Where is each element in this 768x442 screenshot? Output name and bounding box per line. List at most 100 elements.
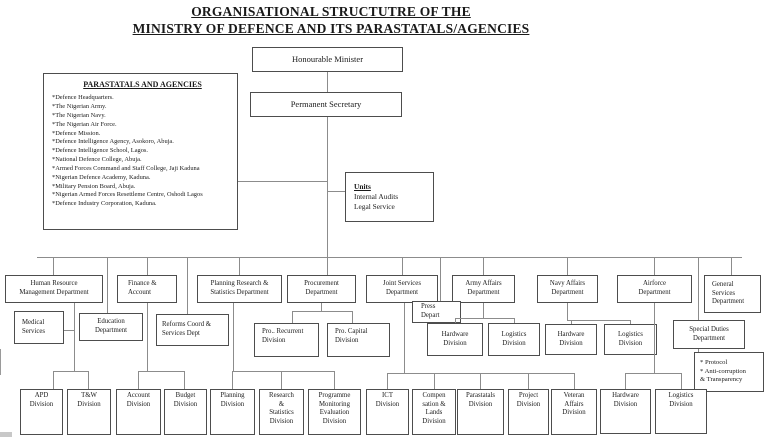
dept-general-services: General Services Department bbox=[704, 275, 761, 313]
dept-airforce: Airforce Department bbox=[617, 275, 692, 303]
connector-parastatals-link bbox=[238, 181, 327, 182]
connector-finance-stem bbox=[147, 303, 148, 371]
division-programme-monitoring: Programme Monitoring Evaluation Division bbox=[308, 389, 361, 435]
connector-drop-account bbox=[138, 371, 139, 389]
connector-special-note bbox=[698, 349, 699, 352]
parastatals-item: *The Nigerian Navy. bbox=[52, 111, 106, 119]
army-logistics-division-box: Logistics Division bbox=[488, 323, 540, 356]
connector-drop-hr bbox=[53, 257, 54, 275]
connector-drop-research-div bbox=[281, 371, 282, 389]
connector-drop-army-hardware bbox=[455, 318, 456, 323]
connector-drop-parastatals-div bbox=[480, 373, 481, 389]
pro-recurrent-division-box: Pro.. Recurrent Division bbox=[254, 323, 319, 357]
parastatals-item: *Military Pension Board, Abuja. bbox=[52, 182, 136, 190]
connector-drop-recurrent bbox=[292, 311, 293, 323]
division-tw: T&W Division bbox=[67, 389, 111, 435]
connector-drop-finance bbox=[147, 257, 148, 275]
connector-drop-veteran bbox=[574, 373, 575, 389]
connector-drop-project bbox=[528, 373, 529, 389]
press-depart-box: Press Depart bbox=[412, 301, 461, 323]
parastatals-item: *Defence Intelligence Agency, Asokoro, A… bbox=[52, 138, 174, 146]
connector-drop-navy bbox=[567, 257, 568, 275]
connector-drop-compensation bbox=[434, 373, 435, 389]
connector-drop-navy-hardware bbox=[571, 320, 572, 324]
connector-drop-planning-div bbox=[232, 371, 233, 389]
parastatals-item: *Defence Intelligence School, Lagos. bbox=[52, 147, 148, 155]
dept-finance-account: Finance & Account bbox=[117, 275, 177, 303]
division-airforce-hardware: Hardware Division bbox=[600, 389, 651, 434]
parastatals-item: *Nigerian Defence Academy, Kaduna. bbox=[52, 173, 151, 181]
division-apd: APD Division bbox=[20, 389, 63, 435]
division-project: Project Division bbox=[508, 389, 549, 435]
connector-procurement-stem bbox=[321, 303, 322, 311]
army-hardware-division-box: Hardware Division bbox=[427, 323, 483, 356]
connector-hr-tee bbox=[53, 371, 89, 372]
connector-drop-af-logistics bbox=[681, 373, 682, 389]
page-title-line1: ORGANISATIONAL STRUCTUTRE OF THE bbox=[191, 4, 471, 19]
education-department-box: Education Department bbox=[79, 313, 143, 341]
parastatals-item: *Nigerian Armed Forces Resettleme Centre… bbox=[52, 191, 203, 199]
division-budget: Budget Division bbox=[164, 389, 207, 435]
connector-airforce-stem bbox=[654, 303, 655, 373]
permanent-secretary-box: Permanent Secretary bbox=[250, 92, 402, 117]
connector-drop-general-services bbox=[731, 257, 732, 275]
connector-finance-tee bbox=[138, 371, 185, 372]
reforms-coord-services-box: Reforms Coord & Services Dept bbox=[156, 314, 229, 346]
page-title-line2: MINISTRY OF DEFENCE AND ITS PARASTATALS/… bbox=[132, 20, 530, 36]
connector-joint-stem bbox=[404, 303, 405, 373]
connector-drop-budget bbox=[184, 371, 185, 389]
connector-army-stem bbox=[483, 303, 484, 318]
connector-drop-special-duties bbox=[698, 257, 699, 320]
division-planning: Planning Division bbox=[210, 389, 255, 435]
connector-drop-airforce bbox=[654, 257, 655, 275]
navy-hardware-division-box: Hardware Division bbox=[545, 324, 597, 355]
units-body: Internal Audits Legal Service bbox=[354, 192, 399, 211]
connector-drop-planning-research bbox=[239, 257, 240, 275]
connector-prs-stem bbox=[233, 303, 234, 371]
connector-drop-af-hardware bbox=[625, 373, 626, 389]
medical-services-box: Medical Services bbox=[14, 311, 64, 344]
scan-artifact bbox=[0, 349, 1, 375]
dept-navy-affairs: Navy Affairs Department bbox=[537, 275, 598, 303]
division-ict: ICT Division bbox=[366, 389, 409, 435]
pro-capital-division-box: Pro. Capital Division bbox=[327, 323, 390, 357]
connector-minister-permsec bbox=[327, 72, 328, 92]
connector-navy-stem bbox=[567, 303, 568, 320]
connector-drop-capital bbox=[352, 311, 353, 323]
division-veteran-affairs: Veteran Affairs Division bbox=[551, 389, 597, 435]
connector-drop-army-logistics bbox=[514, 318, 515, 323]
connector-hr-stem bbox=[74, 303, 75, 371]
parastatals-item: *National Defence College, Abuja. bbox=[52, 156, 142, 164]
connector-drop-education bbox=[107, 257, 108, 313]
connector-drop-press bbox=[440, 257, 441, 301]
division-compensation-lands: Compen sation & Lands Division bbox=[412, 389, 456, 435]
parastatals-heading: PARASTATALS AND AGENCIES bbox=[83, 80, 202, 89]
page-title: ORGANISATIONAL STRUCTUTRE OF THE MINISTR… bbox=[0, 4, 662, 38]
honourable-minister-box: Honourable Minister bbox=[252, 47, 403, 72]
parastatals-item: *The Nigerian Air Force. bbox=[52, 120, 117, 128]
dept-human-resource-management: Human Resource Management Department bbox=[5, 275, 103, 303]
connector-drop-apd bbox=[53, 371, 54, 389]
division-airforce-logistics: Logistics Division bbox=[655, 389, 707, 434]
connector-central-spine bbox=[327, 117, 328, 275]
parastatals-item: *Defence Mission. bbox=[52, 129, 101, 137]
parastatals-item: *Armed Forces Command and Staff College,… bbox=[52, 164, 200, 172]
navy-logistics-division-box: Logistics Division bbox=[604, 324, 657, 355]
connector-units-link bbox=[327, 191, 345, 192]
protocol-note-box: * Protocol * Anti-corruption & Transpare… bbox=[694, 352, 764, 392]
units-box: Units Internal Audits Legal Service bbox=[345, 172, 434, 222]
dept-planning-research-statistics: Planning Research & Statistics Departmen… bbox=[197, 275, 282, 303]
division-parastatals: Parastatals Division bbox=[457, 389, 504, 435]
parastatals-item: *Defence Headquarters. bbox=[52, 94, 114, 102]
dept-procurement: Procurement Department bbox=[287, 275, 356, 303]
units-heading: Units bbox=[354, 182, 371, 192]
dept-joint-services: Joint Services Department bbox=[366, 275, 438, 303]
connector-prs-tee bbox=[232, 371, 335, 372]
parastatals-panel: PARASTATALS AND AGENCIES *Defence Headqu… bbox=[43, 73, 238, 230]
connector-drop-reforms bbox=[187, 257, 188, 314]
connector-procurement-tee bbox=[292, 311, 352, 312]
parastatals-item: *Defence Industry Corporation, Kaduna. bbox=[52, 200, 157, 208]
connector-drop-ict bbox=[387, 373, 388, 389]
division-account: Account Division bbox=[116, 389, 161, 435]
